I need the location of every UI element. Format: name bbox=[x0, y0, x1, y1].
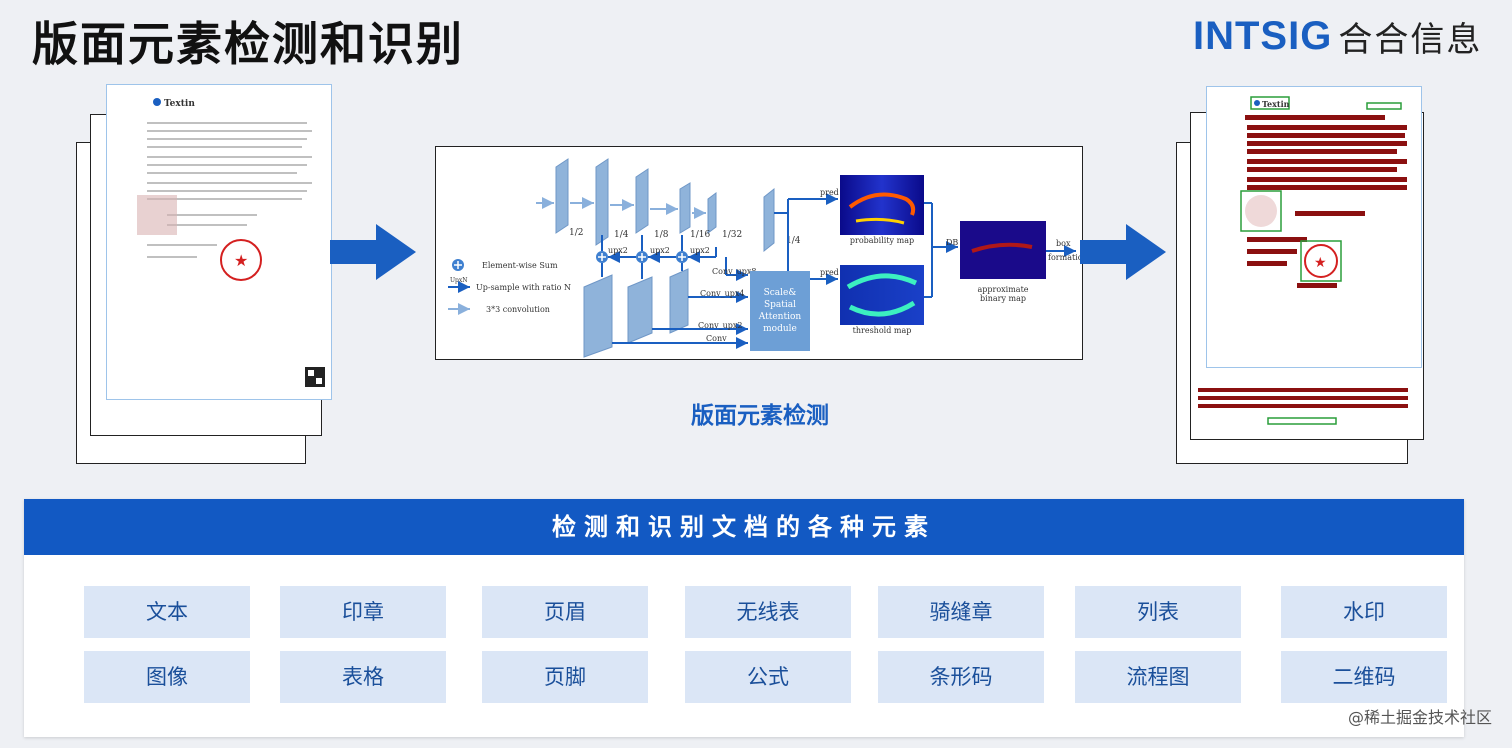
element-chip-borderless-table: 无线表 bbox=[685, 586, 851, 638]
element-chip-seal: 印章 bbox=[280, 586, 446, 638]
attention-label: Attention bbox=[758, 312, 802, 322]
element-chip-footer: 页脚 bbox=[482, 651, 648, 703]
scale-label: 1/8 bbox=[654, 230, 669, 240]
logo-brand: INTSIG bbox=[1193, 14, 1333, 58]
attention-label: Spatial bbox=[764, 300, 796, 310]
conv-label: Conv_upx2 bbox=[698, 321, 742, 330]
element-chip-seam-seal: 骑缝章 bbox=[878, 586, 1044, 638]
element-chip-text: 文本 bbox=[84, 586, 250, 638]
logo-cn: 合合信息 bbox=[1338, 20, 1483, 60]
legend-item: Element-wise Sum bbox=[482, 261, 558, 270]
db-label: DB bbox=[946, 238, 958, 247]
upsample-label: upx2 bbox=[690, 246, 710, 255]
scale-label: 1/16 bbox=[690, 230, 710, 240]
map-label: binary map bbox=[980, 294, 1026, 303]
pred-label: pred bbox=[820, 188, 839, 197]
element-chip-image: 图像 bbox=[84, 651, 250, 703]
box-label: box bbox=[1056, 239, 1071, 248]
element-chip-table: 表格 bbox=[280, 651, 446, 703]
arrow-right-icon bbox=[330, 224, 416, 280]
element-chip-header: 页眉 bbox=[482, 586, 648, 638]
architecture-diagram: 1/2 1/4 1/8 1/16 1/32 1/4 bbox=[435, 146, 1088, 360]
network-architecture: 1/2 1/4 1/8 1/16 1/32 1/4 bbox=[448, 158, 1088, 358]
detected-text-boxes bbox=[1245, 115, 1407, 288]
company-logo: INTSIG 合合信息 bbox=[1193, 12, 1482, 61]
box-label: formation bbox=[1048, 253, 1082, 262]
output-document-content: Textin ★ bbox=[1240, 96, 1407, 375]
conv-label: Conv_upx8 bbox=[712, 267, 756, 276]
output-table-region bbox=[1198, 388, 1408, 425]
element-chip-list: 列表 bbox=[1075, 586, 1241, 638]
seam-stamp-left bbox=[137, 195, 177, 235]
element-chip-formula: 公式 bbox=[685, 651, 851, 703]
svg-text:★: ★ bbox=[234, 251, 248, 270]
legend-item: Up-sample with ratio N bbox=[476, 283, 571, 292]
conv-label: Conv_upx4 bbox=[700, 289, 744, 298]
scale-label: 1/2 bbox=[569, 228, 583, 238]
map-label: approximate bbox=[977, 285, 1028, 294]
element-chip-barcode: 条形码 bbox=[878, 651, 1044, 703]
scale-label: 1/4 bbox=[614, 230, 629, 240]
input-document-stack: Textin ★ bbox=[76, 84, 336, 466]
scale-label: 1/4 bbox=[786, 236, 801, 246]
arrow-right-icon bbox=[1080, 224, 1166, 280]
pred-label: pred bbox=[820, 268, 839, 277]
attention-label: module bbox=[763, 324, 797, 334]
element-chip-qrcode: 二维码 bbox=[1281, 651, 1447, 703]
output-document-page: Textin ★ bbox=[1206, 86, 1422, 375]
legend-item: 3*3 convolution bbox=[486, 305, 550, 314]
svg-text:★: ★ bbox=[1314, 255, 1327, 271]
attention-module bbox=[750, 271, 810, 351]
textin-logo-right: Textin bbox=[1262, 99, 1290, 109]
legend-up-symbol: UpxN bbox=[450, 277, 468, 284]
stamp-box bbox=[1300, 240, 1342, 282]
element-chip-flowchart: 流程图 bbox=[1075, 651, 1241, 703]
attention-label: Scale& bbox=[764, 288, 797, 298]
panel-heading: 检测和识别文档的各种元素 bbox=[24, 499, 1464, 555]
input-document-page: Textin ★ bbox=[106, 84, 332, 400]
red-stamp-left bbox=[220, 239, 262, 281]
conv-label: Conv bbox=[706, 334, 727, 343]
diagram-caption: 版面元素检测 bbox=[691, 403, 829, 429]
source-watermark: @稀土掘金技术社区 bbox=[1347, 708, 1492, 727]
input-document-content: Textin ★ bbox=[137, 98, 325, 387]
upsample-label: upx2 bbox=[650, 246, 670, 255]
page-title: 版面元素检测和识别 bbox=[32, 17, 464, 71]
textin-logo-left: Textin bbox=[164, 99, 195, 109]
seam-stamp-box bbox=[1240, 190, 1282, 232]
element-chip-watermark: 水印 bbox=[1281, 586, 1447, 638]
scale-label: 1/32 bbox=[722, 230, 742, 240]
upsample-label: upx2 bbox=[608, 246, 628, 255]
map-label: threshold map bbox=[853, 326, 912, 335]
output-document-stack: Textin ★ bbox=[1176, 86, 1426, 466]
map-label: probability map bbox=[850, 236, 914, 245]
